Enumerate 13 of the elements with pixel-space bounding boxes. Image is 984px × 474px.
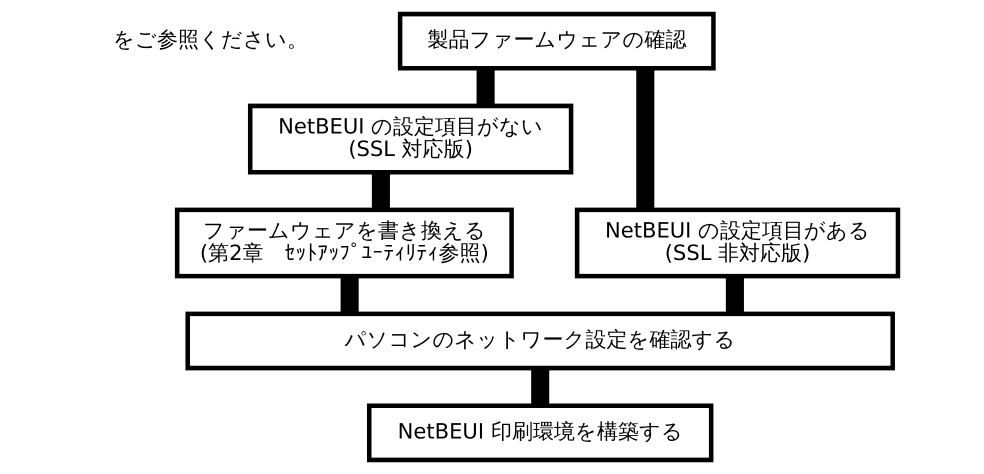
label: をご参照ください。 (112, 26, 308, 52)
connector (340, 276, 359, 314)
node-box: NetBEUI の設定項目がある (SSL 非対応版) (574, 208, 900, 278)
connector (636, 68, 654, 210)
node-box: NetBEUI 印刷環境を構築する (366, 403, 714, 462)
node-box: NetBEUI の設定項目がない (SSL 対応版) (248, 104, 574, 174)
node-box: パソコンのネットワーク設定を確認する (185, 312, 895, 370)
connector (531, 368, 550, 406)
connector (726, 276, 744, 314)
node-box: ファームウェアを書き換える (第2章 ｾｯﾄｱｯﾌﾟﾕｰﾃｨﾘﾃｨ参照) (174, 208, 514, 278)
connector (372, 172, 390, 210)
node-box: 製品ファームウェアの確認 (398, 12, 716, 71)
connector (476, 68, 495, 106)
